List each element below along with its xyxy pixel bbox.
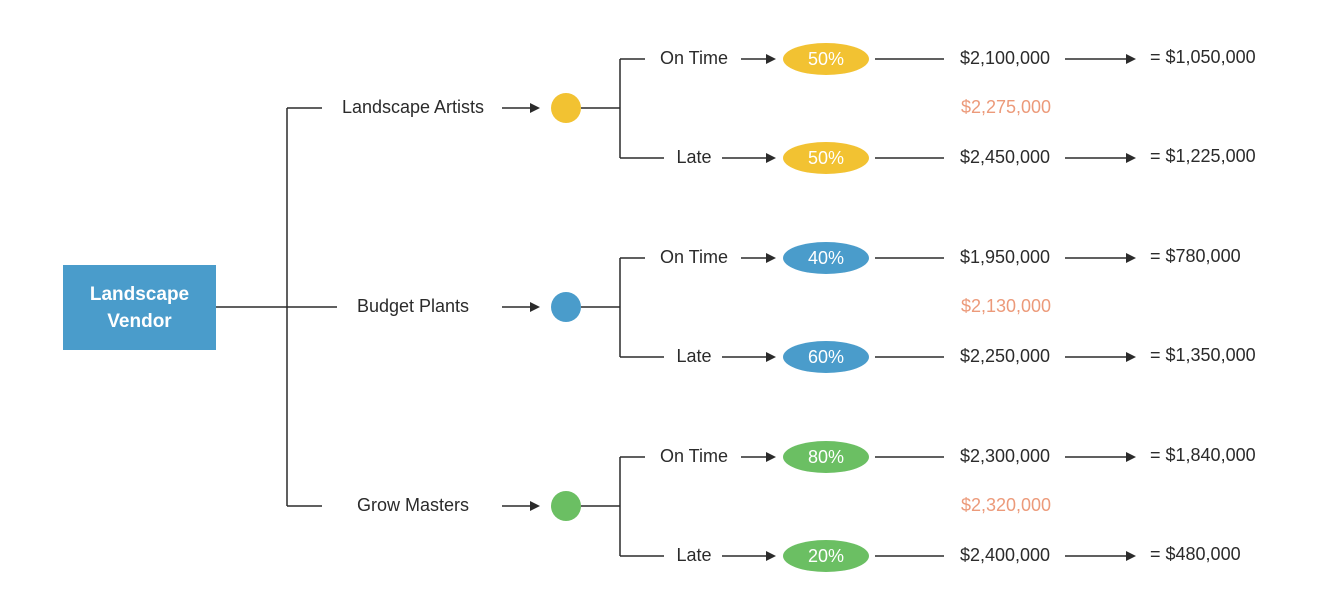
vendor-2-outcome-2-result-arrow-head bbox=[1126, 352, 1136, 362]
vendor-3-outcome-2-probability: 20% bbox=[808, 546, 844, 566]
vendor-1-outcome-1-result-arrow-head bbox=[1126, 54, 1136, 64]
vendor-1-outcome-2-probability: 50% bbox=[808, 148, 844, 168]
vendor-2-outcome-1-probability: 40% bbox=[808, 248, 844, 268]
vendor-1-outcome-2-cost: $2,450,000 bbox=[960, 147, 1050, 167]
vendor-1-outcome-2-label: Late bbox=[676, 147, 711, 167]
vendor-3-chance-node bbox=[551, 491, 581, 521]
vendor-2-chance-node bbox=[551, 292, 581, 322]
vendor-1-outcome-2-result-arrow-head bbox=[1126, 153, 1136, 163]
vendor-3-outcome-1-label: On Time bbox=[660, 446, 728, 466]
vendor-3-arrow-head bbox=[530, 501, 540, 511]
vendor-2-outcome-2-arrow-head bbox=[766, 352, 776, 362]
vendor-1-outcome-1-label: On Time bbox=[660, 48, 728, 68]
vendor-1-outcome-1-arrow-head bbox=[766, 54, 776, 64]
vendor-2-outcome-1-cost: $1,950,000 bbox=[960, 247, 1050, 267]
vendor-3-outcome-2-label: Late bbox=[676, 545, 711, 565]
vendor-3-outcome-2-cost: $2,400,000 bbox=[960, 545, 1050, 565]
vendor-3-outcome-1-probability-pill bbox=[783, 441, 869, 473]
vendor-2-outcome-1-arrow-head bbox=[766, 253, 776, 263]
vendor-2-outcome-1-weighted-result: = $780,000 bbox=[1150, 246, 1241, 266]
vendor-2-arrow-head bbox=[530, 302, 540, 312]
root-label-line2: Vendor bbox=[107, 310, 172, 332]
vendor-3-outcome-1-probability: 80% bbox=[808, 447, 844, 467]
vendor-1-chance-node bbox=[551, 93, 581, 123]
vendor-3-outcome-2-probability-pill bbox=[783, 540, 869, 572]
vendor-1-expected-value: $2,275,000 bbox=[961, 97, 1051, 117]
vendor-2-outcome-1-probability-pill bbox=[783, 242, 869, 274]
vendor-1-outcome-1-probability: 50% bbox=[808, 49, 844, 69]
vendor-2-outcome-1-label: On Time bbox=[660, 247, 728, 267]
vendor-3-label: Grow Masters bbox=[357, 495, 469, 515]
vendor-3-outcome-2-weighted-result: = $480,000 bbox=[1150, 544, 1241, 564]
vendor-2-outcome-2-weighted-result: = $1,350,000 bbox=[1150, 345, 1256, 365]
vendor-2-outcome-2-label: Late bbox=[676, 346, 711, 366]
vendor-2-outcome-2-probability: 60% bbox=[808, 347, 844, 367]
vendor-3-outcome-1-result-arrow-head bbox=[1126, 452, 1136, 462]
vendor-3-outcome-1-arrow-head bbox=[766, 452, 776, 462]
vendor-1-label: Landscape Artists bbox=[342, 97, 484, 117]
vendor-1-outcome-1-weighted-result: = $1,050,000 bbox=[1150, 47, 1256, 67]
vendor-3-outcome-2-arrow-head bbox=[766, 551, 776, 561]
vendor-1-outcome-1-probability-pill bbox=[783, 43, 869, 75]
vendor-2-expected-value: $2,130,000 bbox=[961, 296, 1051, 316]
vendor-3-expected-value: $2,320,000 bbox=[961, 495, 1051, 515]
root-node-box: Landscape Vendor bbox=[63, 265, 216, 350]
vendor-2-outcome-1-result-arrow-head bbox=[1126, 253, 1136, 263]
vendor-1-outcome-2-weighted-result: = $1,225,000 bbox=[1150, 146, 1256, 166]
vendor-1-outcome-2-arrow-head bbox=[766, 153, 776, 163]
vendor-3-outcome-1-cost: $2,300,000 bbox=[960, 446, 1050, 466]
vendor-2-label: Budget Plants bbox=[357, 296, 469, 316]
vendor-1-outcome-2-probability-pill bbox=[783, 142, 869, 174]
vendor-3-outcome-1-weighted-result: = $1,840,000 bbox=[1150, 445, 1256, 465]
vendor-3-outcome-2-result-arrow-head bbox=[1126, 551, 1136, 561]
vendor-2-outcome-2-cost: $2,250,000 bbox=[960, 346, 1050, 366]
vendor-2-outcome-2-probability-pill bbox=[783, 341, 869, 373]
vendor-1-outcome-1-cost: $2,100,000 bbox=[960, 48, 1050, 68]
root-label-line1: Landscape bbox=[89, 283, 190, 305]
vendor-1-arrow-head bbox=[530, 103, 540, 113]
